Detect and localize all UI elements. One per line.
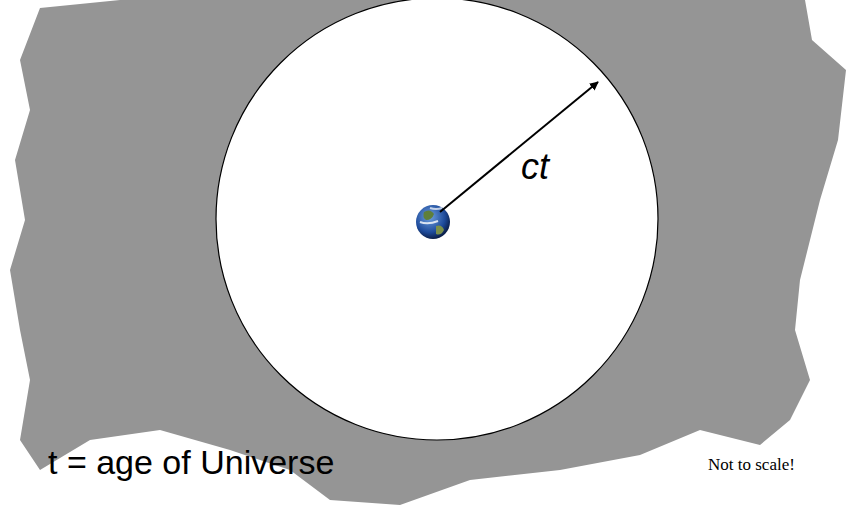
earth-icon	[416, 205, 450, 239]
age-definition: t = age of Universe	[48, 444, 334, 481]
radius-arrow	[440, 82, 598, 212]
radius-label: ct	[521, 147, 549, 187]
observable-universe-circle	[216, 0, 658, 440]
scale-note: Not to scale!	[708, 456, 795, 475]
